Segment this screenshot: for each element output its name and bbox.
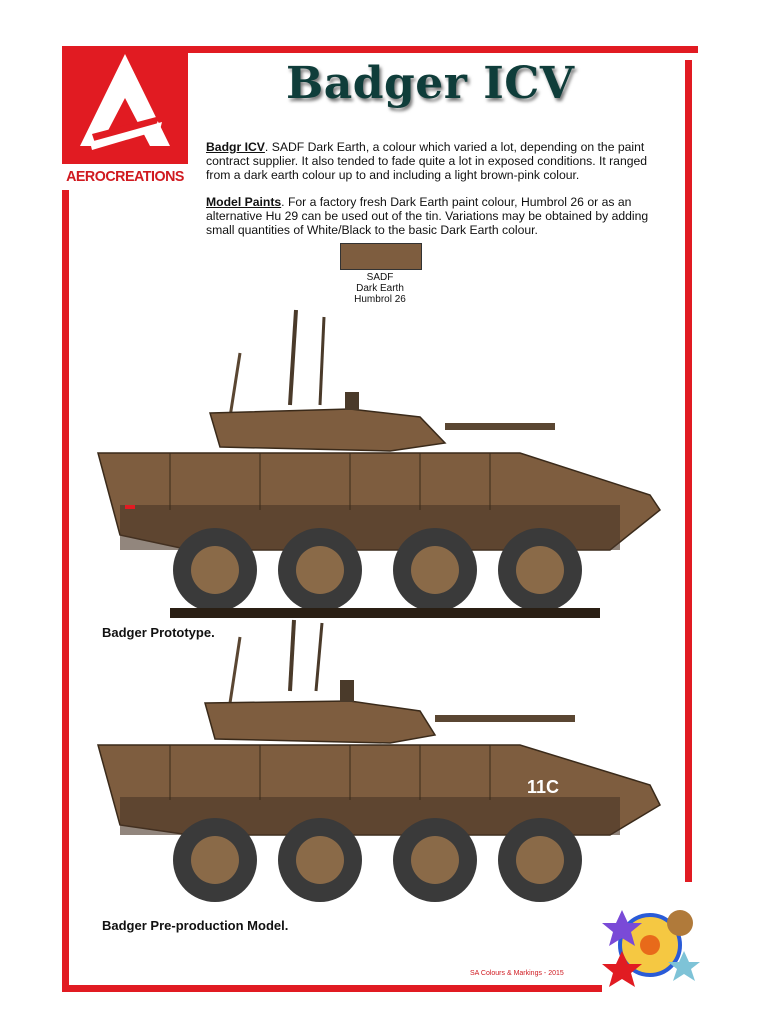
swatch-line-3: Humbrol 26 xyxy=(354,294,406,305)
insignia-cluster-icon xyxy=(600,905,700,995)
paints-text: . For a factory fresh Dark Earth paint c… xyxy=(206,195,649,237)
frame-top xyxy=(62,46,698,53)
swatch-line-1: SADF xyxy=(366,272,394,283)
swatch-label: SADF Dark Earth Humbrol 26 xyxy=(320,272,440,305)
vehicle-side-view xyxy=(90,615,670,910)
footer-text: SA Colours & Markings - 2015 xyxy=(470,970,564,977)
frame-right xyxy=(685,60,692,882)
intro-paragraph: Badgr ICV. SADF Dark Earth, a colour whi… xyxy=(206,140,656,182)
intro-lead: Badgr ICV xyxy=(206,140,265,154)
frame-left xyxy=(62,190,69,990)
swatch-line-2: Dark Earth xyxy=(356,283,404,294)
vehicle-caption: Badger Pre-production Model. xyxy=(102,918,289,933)
frame-bottom xyxy=(62,985,602,992)
dark-earth-swatch xyxy=(340,243,422,270)
page-title: Badger ICV xyxy=(286,58,575,109)
vehicle-marking: 11C xyxy=(527,777,560,797)
intro-text: . SADF Dark Earth, a colour which varied… xyxy=(206,140,648,182)
aerocreations-logo-icon xyxy=(62,46,188,164)
vehicle-side-view xyxy=(90,305,670,630)
vehicle-caption: Badger Prototype. xyxy=(102,625,215,640)
brand-name: AEROCREATIONS xyxy=(66,168,184,185)
paints-paragraph: Model Paints. For a factory fresh Dark E… xyxy=(206,195,656,237)
paints-lead: Model Paints xyxy=(206,195,282,209)
